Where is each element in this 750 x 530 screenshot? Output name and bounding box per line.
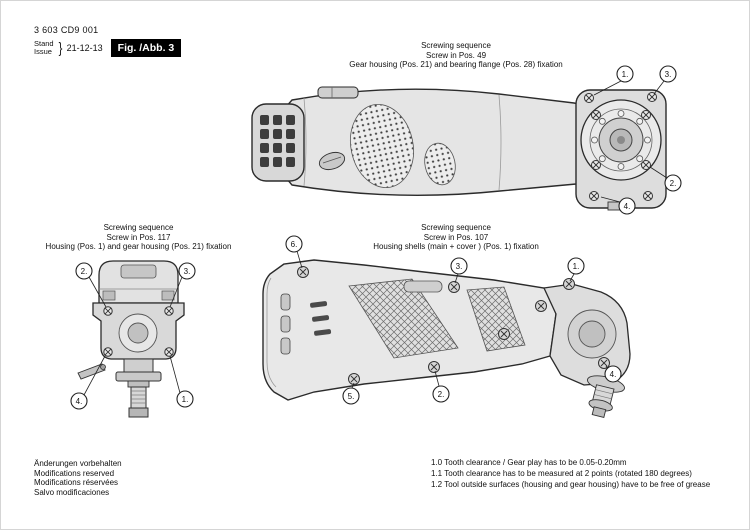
svg-text:2.: 2. [438, 390, 445, 399]
svg-text:1.: 1. [182, 395, 189, 404]
svg-text:5.: 5. [348, 392, 355, 401]
svg-text:1.: 1. [573, 262, 580, 271]
drawing-grinder-front-view: 2. 3. 4. 1. [70, 260, 196, 418]
callout-balloon-2: 2. [432, 370, 450, 403]
annotation-top: Screwing sequence Screw in Pos. 49 Gear … [301, 41, 611, 70]
callout-balloon-2: 2. [75, 262, 107, 308]
figure-label: Fig. /Abb. 3 [110, 39, 182, 57]
annotation-description: Gear housing (Pos. 21) and bearing flang… [349, 60, 563, 69]
svg-text:1.: 1. [622, 70, 629, 79]
issue-row: Stand Issue } 21-12-13 Fig. /Abb. 3 [34, 39, 182, 57]
grinder-front-illustration [77, 260, 185, 418]
annotation-center: Screwing sequence Screw in Pos. 107 Hous… [301, 223, 611, 252]
housing-shell-illustration [262, 259, 631, 419]
svg-text:6.: 6. [291, 240, 298, 249]
annotation-left: Screwing sequence Screw in Pos. 117 Hous… [16, 223, 261, 252]
annotation-subtitle: Screw in Pos. 49 [425, 50, 487, 60]
bolt-holes [591, 110, 651, 170]
grip-hatch-patch [466, 286, 526, 352]
callout-balloon-1: 1. [169, 355, 194, 408]
stand-label: Stand [34, 39, 54, 48]
notice-line-es: Salvo modificaciones [34, 487, 110, 497]
callout-balloon-5: 5. [342, 382, 360, 405]
stand-issue-labels: Stand Issue [34, 40, 54, 56]
doc-header: 3 603 CD9 001 Stand Issue } 21-12-13 Fig… [34, 25, 182, 57]
svg-text:3.: 3. [665, 70, 672, 79]
note-1-1: 1.1 Tooth clearance has to be measured a… [431, 469, 692, 478]
callout-balloon-4: 4. [600, 196, 636, 215]
drawing-housing-shell: 6. 3. 1. 5. 2. 4. [262, 235, 631, 419]
issue-date: 21-12-13 [66, 43, 103, 53]
svg-text:4.: 4. [624, 202, 631, 211]
callout-balloon-1: 1. [567, 257, 585, 282]
callout-balloon-3: 3. [169, 262, 196, 308]
grip-hatch-patch [348, 278, 459, 359]
svg-text:4.: 4. [76, 397, 83, 406]
annotation-title: Screwing sequence [103, 223, 174, 232]
issue-label: Issue [34, 47, 52, 56]
technical-notes: 1.0 Tooth clearance / Gear play has to b… [431, 457, 710, 490]
grip-texture [350, 104, 414, 188]
notice-line-fr: Modifications réservées [34, 478, 119, 487]
callout-balloon-2: 2. [649, 166, 682, 192]
annotation-subtitle: Screw in Pos. 117 [106, 232, 171, 242]
grinder-side-illustration [251, 86, 667, 211]
svg-text:3.: 3. [184, 267, 191, 276]
note-1-0: 1.0 Tooth clearance / Gear play has to b… [431, 458, 627, 467]
annotation-subtitle: Screw in Pos. 107 [423, 232, 489, 242]
annotation-title: Screwing sequence [421, 41, 491, 50]
callout-balloon-4: 4. [70, 355, 106, 410]
svg-text:3.: 3. [456, 262, 463, 271]
callout-balloon-3: 3. [450, 257, 468, 284]
note-1-2: 1.2 Tool outside surfaces (housing and g… [431, 480, 711, 489]
annotation-description: Housing (Pos. 1) and gear housing (Pos. … [45, 242, 232, 251]
switch-cutout [403, 280, 443, 293]
brace-glyph: } [58, 39, 62, 57]
spindle-flange-stack [587, 375, 625, 419]
notice-line-en: Modifications reserved [34, 468, 115, 478]
svg-text:4.: 4. [610, 370, 617, 379]
callout-balloon-6: 6. [285, 235, 303, 269]
part-number: 3 603 CD9 001 [34, 25, 99, 35]
annotation-title: Screwing sequence [421, 223, 491, 232]
slider-switch [317, 86, 359, 99]
callout-balloon-3: 3. [653, 65, 677, 95]
grip-texture [424, 142, 456, 186]
drawing-grinder-side-view: 1. 3. 2. 4. [251, 65, 682, 215]
annotation-description: Housing shells (main + cover ) (Pos. 1) … [373, 242, 539, 251]
notice-line-de: Änderungen vorbehalten [34, 459, 122, 468]
callout-balloon-4: 4. [604, 365, 622, 383]
callout-balloon-1: 1. [593, 65, 634, 96]
vent-slots [260, 115, 295, 167]
spindle-assembly [115, 358, 162, 418]
modifications-notice: Änderungen vorbehalten Modifications res… [34, 459, 122, 497]
svg-text:2.: 2. [670, 179, 677, 188]
svg-text:2.: 2. [81, 267, 88, 276]
